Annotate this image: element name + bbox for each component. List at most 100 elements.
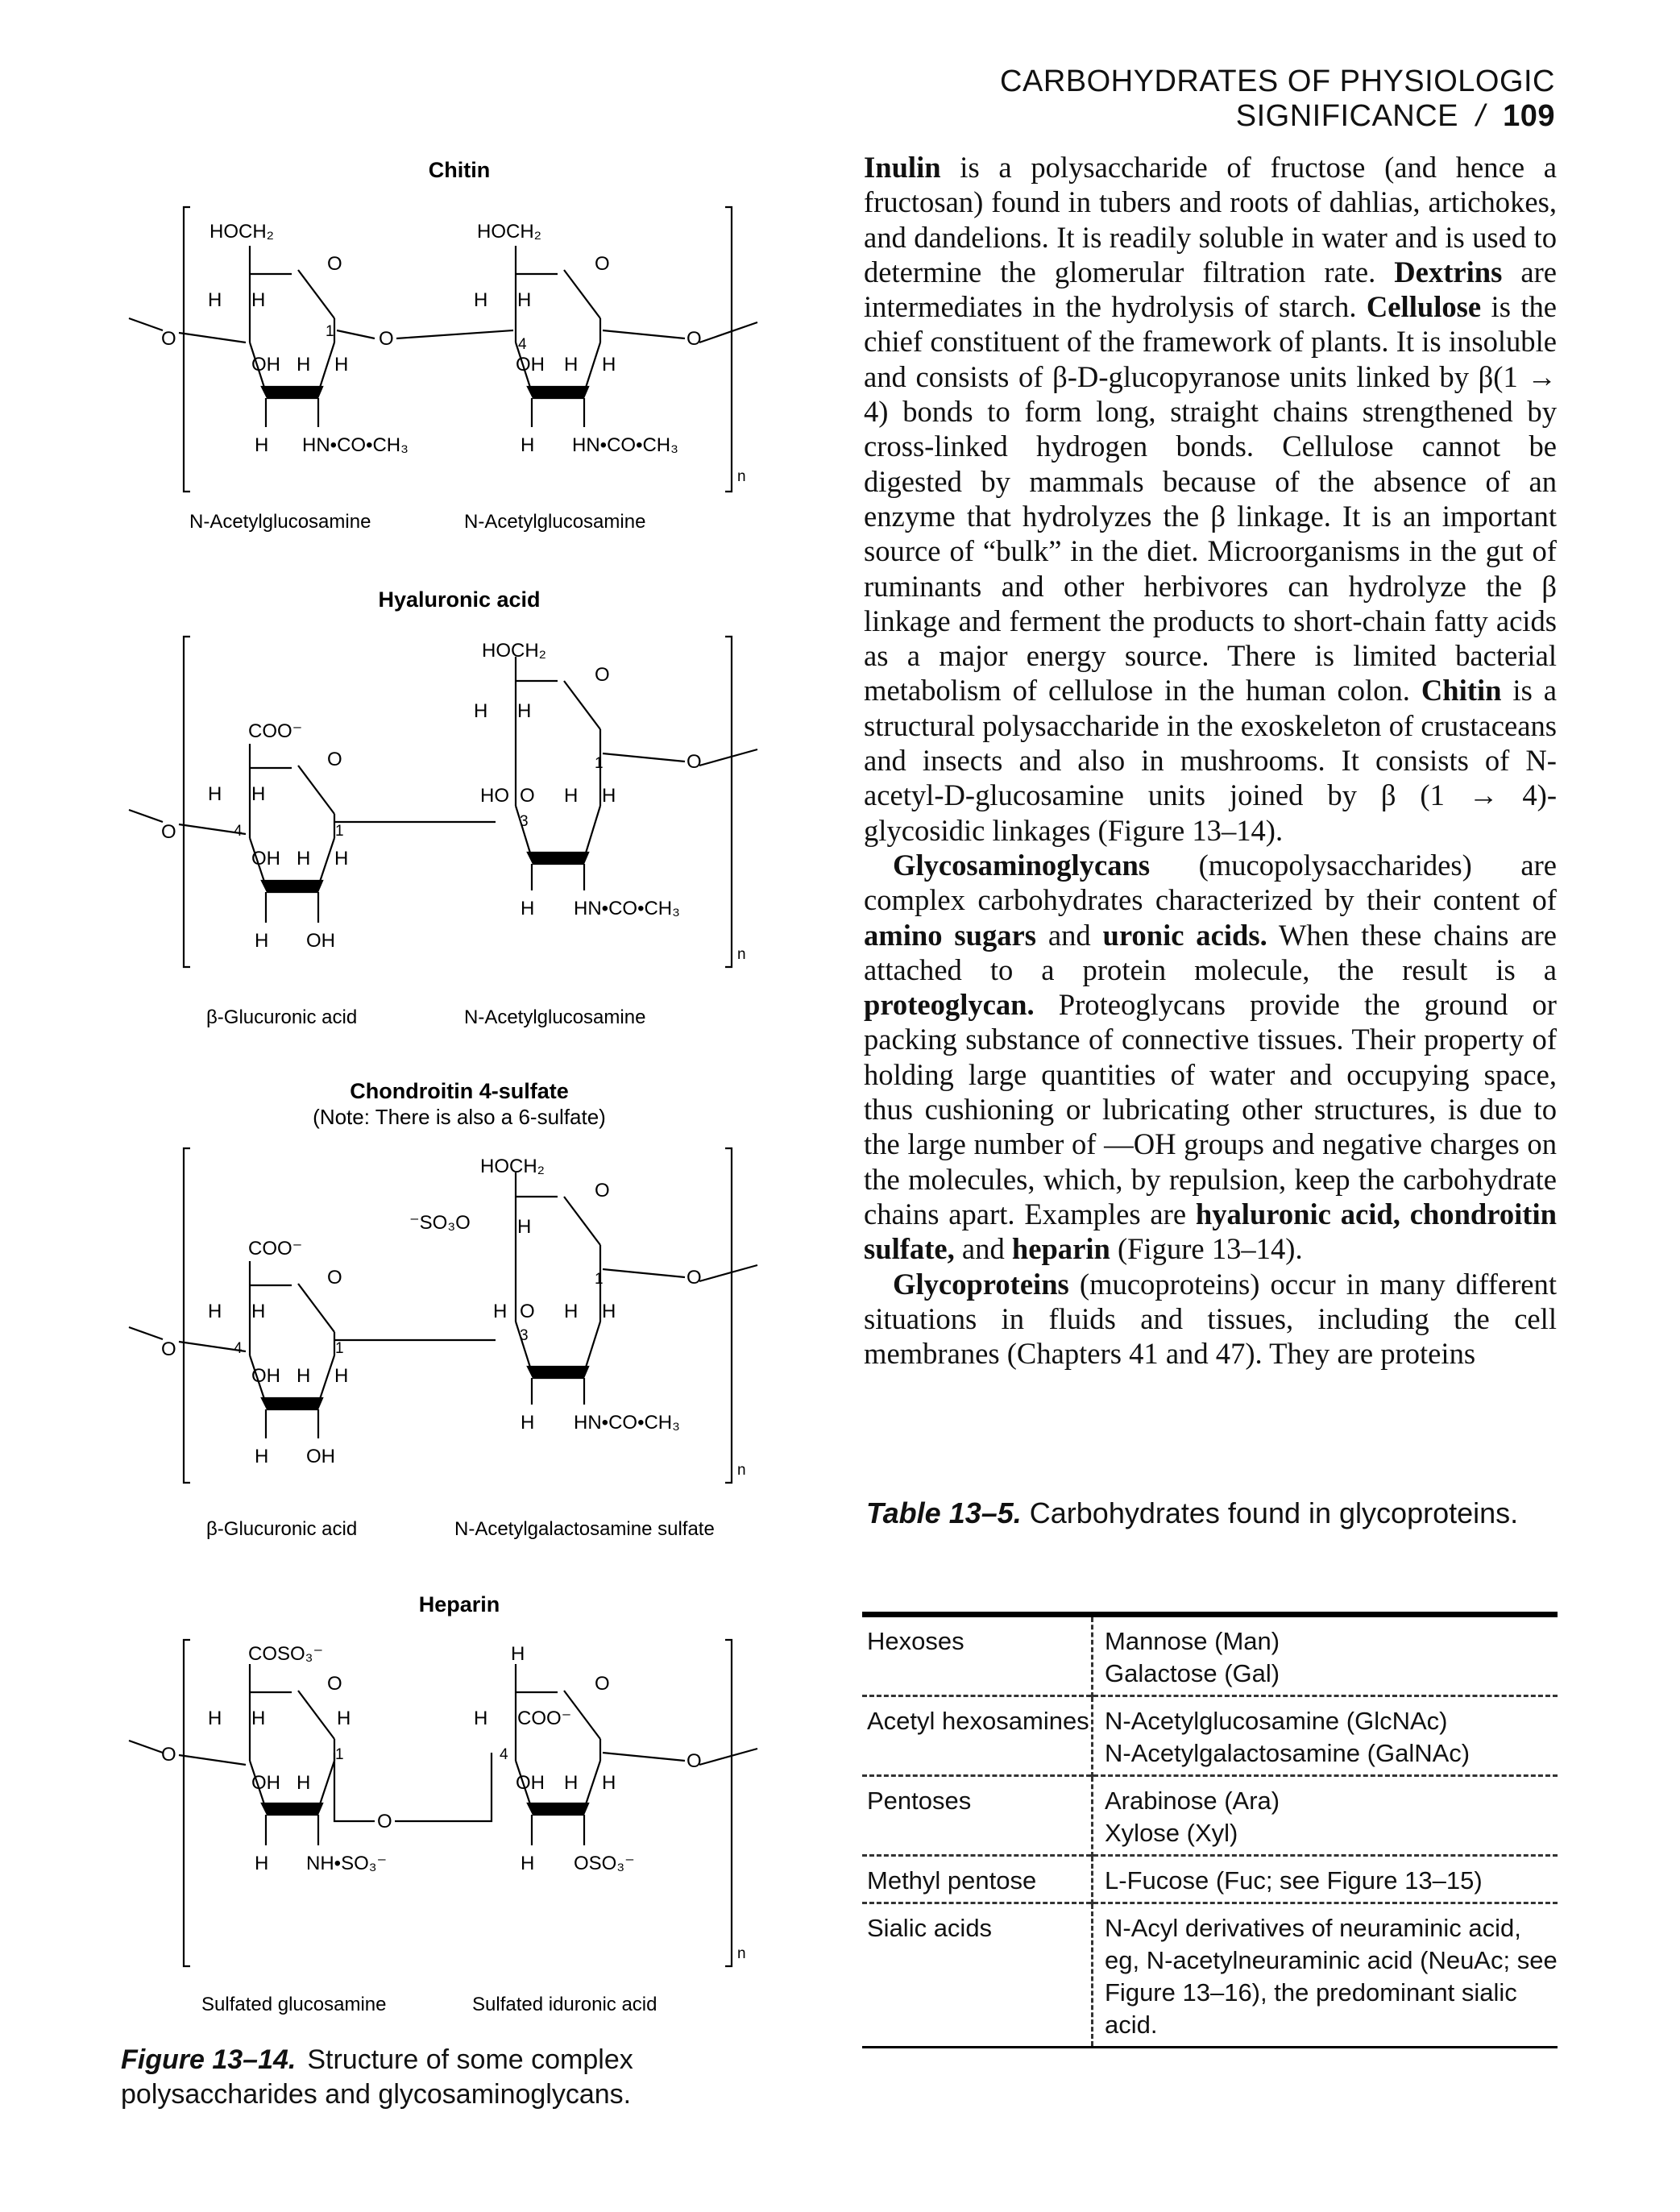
table-item: eg, N-acetylneuraminic acid (NeuAc; see — [1105, 1946, 1558, 1974]
cho-ring2-num3: 3 — [520, 1327, 529, 1344]
hep-left-o: O — [161, 1744, 176, 1766]
text-run: is a structural polysaccharide in the ex… — [864, 674, 1558, 847]
chondroitin-bracket-left — [182, 1147, 190, 1484]
hya-ring2-ho: HO — [480, 785, 509, 807]
hya-ring2-h2: H — [517, 700, 531, 722]
cho-ring1-oh: OH — [251, 1365, 280, 1387]
bold-term: Dextrins — [1394, 255, 1503, 288]
cho-ring1-num1: 1 — [335, 1340, 344, 1357]
hep-ring2-hright: H — [602, 1772, 616, 1794]
body-text-column: Inulin is a polysaccharide of fructose (… — [864, 150, 1557, 1371]
chitin-ring1-hbottom: H — [255, 434, 268, 456]
hya-ring2-hbottom: H — [521, 898, 534, 919]
paragraph-glycoproteins: Glycoproteins (mucoproteins) occur in ma… — [864, 1267, 1557, 1372]
hep-bridge-o: O — [377, 1811, 392, 1832]
table-caption-text: Carbohydrates found in glycoproteins. — [1029, 1496, 1519, 1529]
hyaluronic-ring-1 — [248, 744, 496, 923]
table-item: N-Acetylgalactosamine (GalNAc) — [1105, 1739, 1471, 1767]
hya-ring2-nh: HN•CO•CH₃ — [574, 898, 680, 919]
table-item: Xylose (Xyl) — [1105, 1819, 1238, 1847]
chitin-bracket-right — [725, 205, 733, 493]
table-cell-category: Pentoses — [862, 1774, 1093, 1856]
table-item: acid. — [1105, 2011, 1158, 2039]
header-separator: / — [1476, 99, 1486, 133]
hyaluronic-bracket-left — [182, 635, 190, 969]
chitin-bracket-left — [182, 205, 190, 493]
page-number: 109 — [1503, 99, 1555, 133]
text-run: (mucoproteins) occur in many different s… — [864, 1267, 1557, 1371]
bold-term: amino sugars — [864, 918, 1037, 952]
cho-ring2-o: O — [595, 1180, 610, 1201]
cho-ring2-ch2: HOCH₂ — [480, 1156, 545, 1177]
bold-term: heparin — [1011, 1232, 1110, 1266]
chitin-ring2-h1: H — [474, 289, 487, 311]
table-item: N-Acetylglucosamine (GlcNAc) — [1105, 1707, 1448, 1735]
hyaluronic-ring-2 — [514, 657, 686, 890]
running-header: CARBOHYDRATES OF PHYSIOLOGIC SIGNIFICANC… — [717, 64, 1555, 134]
hep-ring1-h2: H — [251, 1708, 265, 1729]
hya-left-o: O — [161, 821, 176, 843]
table-item: Galactose (Gal) — [1105, 1659, 1280, 1687]
hya-ring2-ch2: HOCH₂ — [482, 640, 546, 662]
text-run: (Figure 13–14). — [1110, 1232, 1303, 1266]
hep-ring1-o: O — [327, 1673, 342, 1695]
chondroitin-bracket-right — [725, 1147, 733, 1484]
cho-ring1-hbottom: H — [255, 1446, 268, 1467]
chitin-title: Chitin — [429, 158, 490, 182]
figure-caption: Figure 13–14.Structure of some complex p… — [121, 2043, 798, 2112]
table-cell-category: Acetyl hexosamines — [862, 1695, 1093, 1776]
hep-ring2-oso: OSO₃⁻ — [574, 1853, 635, 1874]
text-run: Proteoglycans provide the ground or pack… — [864, 988, 1557, 1231]
hep-ring2-hbottom: H — [521, 1853, 534, 1874]
cho-n: n — [737, 1462, 746, 1479]
table-cell-items: N-Acyl derivatives of neuraminic acid, eg… — [1091, 1902, 1558, 2048]
chitin-ring1-hmid: H — [297, 354, 310, 376]
cho-ring2-nh: HN•CO•CH₃ — [574, 1412, 680, 1434]
heparin-bracket-right — [725, 1638, 733, 1968]
hya-ring1-hright: H — [334, 848, 348, 869]
hep-label-left: Sulfated glucosamine — [201, 1994, 386, 2015]
hya-ring1-hmid: H — [297, 848, 310, 869]
chitin-ring1-hright: H — [334, 354, 348, 376]
cho-ring1-boh: OH — [306, 1446, 335, 1467]
text-run: is the chief constituent of the framewor… — [864, 290, 1558, 708]
text-run: and — [954, 1232, 1012, 1266]
chitin-ring2-hbottom: H — [521, 434, 534, 456]
cho-right-o: O — [687, 1267, 702, 1289]
text-run: is a polysaccharide of fructose (and hen… — [864, 151, 1557, 288]
paragraph-inulin: Inulin is a polysaccharide of fructose (… — [864, 150, 1557, 848]
heparin-labels: COSO₃⁻ O H H H OH H H NH•SO₃⁻ 1 O O O H … — [161, 1643, 746, 2015]
table-item: Figure 13–16), the predominant sialic — [1105, 1978, 1517, 2007]
cho-ring2-hup: H — [517, 1216, 531, 1238]
chitin-ring1-h1: H — [208, 289, 222, 311]
chondroitin-ring-1 — [248, 1261, 496, 1438]
bold-term: hyaluronic acid, chondroitin sulfate, — [864, 1197, 1557, 1266]
hep-ring1-nh: NH•SO₃⁻ — [306, 1853, 387, 1874]
table-item: N-Acyl derivatives of neuraminic acid, — [1105, 1914, 1521, 1942]
chitin-ring1-num: 1 — [326, 323, 334, 340]
hyaluronic-title: Hyaluronic acid — [378, 587, 540, 612]
hya-ring1-num4: 4 — [234, 823, 243, 840]
cho-ring2-so3: ⁻SO₃O — [409, 1212, 471, 1234]
chitin-ring1-ch2: HOCH₂ — [209, 221, 274, 243]
bold-term: Cellulose — [1366, 290, 1482, 324]
paragraph-glycosaminoglycans: Glycosaminoglycans (mucopolysaccharides)… — [864, 848, 1557, 1267]
hyaluronic-bracket-right — [725, 635, 733, 969]
hep-ring1-hright: H — [337, 1708, 351, 1729]
hya-ring1-h2: H — [251, 783, 265, 805]
bold-term: Chitin — [1421, 674, 1502, 708]
hep-ring1-hbottom: H — [255, 1853, 268, 1874]
cho-ring1-sub: COO⁻ — [248, 1238, 302, 1260]
hep-ring1-oh: OH — [251, 1772, 280, 1794]
hya-ring1-o: O — [327, 749, 342, 770]
chitin-ring2-ch2: HOCH₂ — [477, 221, 541, 243]
cho-ring1-num4: 4 — [234, 1340, 243, 1357]
chitin-ring2-nh: HN•CO•CH₃ — [572, 434, 678, 456]
hep-label-right: Sulfated iduronic acid — [472, 1994, 657, 2015]
table-item: L-Fucose (Fuc; see Figure 13–15) — [1105, 1866, 1483, 1895]
hep-right-o: O — [687, 1750, 702, 1772]
hya-n: n — [737, 946, 746, 963]
hep-ring1-hmid: H — [297, 1772, 310, 1794]
hep-ring2-hleft: H — [474, 1708, 487, 1729]
